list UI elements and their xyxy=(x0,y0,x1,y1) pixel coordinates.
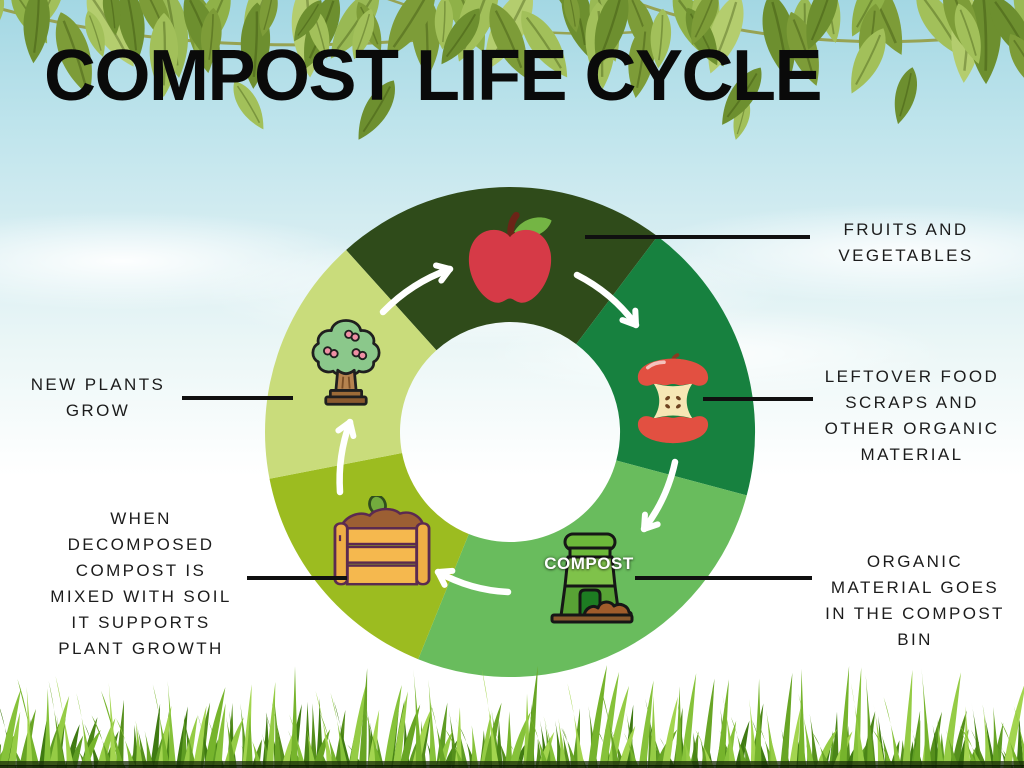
tree-icon xyxy=(311,319,381,406)
stage-label-organic-material-in-bin: ORGANIC MATERIAL GOES IN THE COMPOST BIN xyxy=(825,552,1005,649)
connector-organic-material-in-bin xyxy=(635,576,812,580)
compost-box-icon xyxy=(333,496,431,586)
cycle-arrow-apple-to-core xyxy=(573,271,640,329)
connector-new-plants-grow xyxy=(182,396,293,400)
connector-leftover-food-scraps xyxy=(703,397,813,401)
grass-bottom-decoration xyxy=(0,665,1024,768)
connector-compost-mixed-with-soil xyxy=(247,576,347,580)
cycle-arrow-bin-to-box xyxy=(434,567,512,596)
compost-bin-icon xyxy=(550,532,634,624)
stage-label-new-plants-grow: NEW PLANTS GROW xyxy=(30,375,166,420)
stage-label-fruits-and-vegetables: FRUITS AND VEGETABLES xyxy=(838,220,974,265)
compost-bin-text: COMPOST xyxy=(544,554,634,573)
cycle-arrow-tree-to-apple xyxy=(379,262,454,316)
apple-core-icon xyxy=(637,353,709,444)
cycle-arrow-box-to-tree xyxy=(335,418,357,496)
cycle-arrow-core-to-bin xyxy=(640,458,679,533)
page-title: COMPOST LIFE CYCLE xyxy=(44,36,823,116)
apple-icon xyxy=(468,211,552,303)
connector-fruits-and-vegetables xyxy=(585,235,810,239)
foliage-top-decoration xyxy=(0,0,1024,147)
stage-label-compost-mixed-with-soil: WHEN DECOMPOSED COMPOST IS MIXED WITH SO… xyxy=(50,509,232,658)
stage-label-leftover-food-scraps: LEFTOVER FOOD SCRAPS AND OTHER ORGANIC M… xyxy=(824,367,1000,464)
